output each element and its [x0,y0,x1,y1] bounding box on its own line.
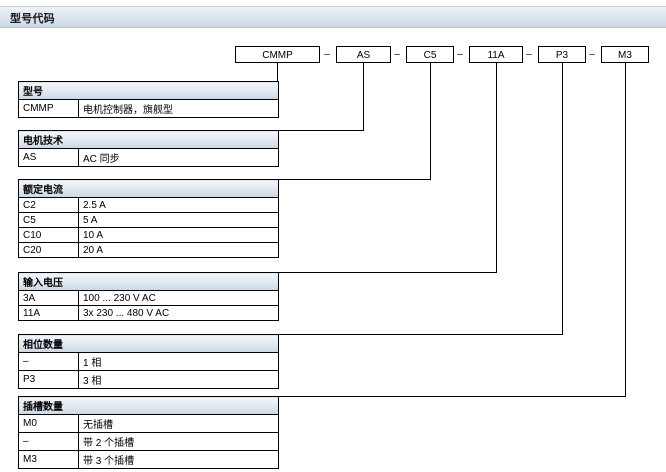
option-code: P3 [18,370,79,389]
option-code: C2 [18,197,79,213]
option-code: M0 [18,414,79,433]
code-segment-model: CMMP [235,46,320,63]
option-code: 11A [18,305,79,321]
option-desc: 1 相 [78,352,279,371]
code-segment-motor-tech: AS [336,46,391,63]
table-row: C20 20 A [18,242,279,258]
code-segment-current: C5 [406,46,454,63]
option-desc: 3 相 [78,370,279,389]
table-row: AS AC 同步 [18,148,279,167]
section-table-slots: 插槽数量 M0 无插槽 – 带 2 个插槽 M3 带 3 个插槽 [18,396,279,469]
section-title: 型号 [18,81,279,100]
table-row: M0 无插槽 [18,414,279,433]
section-title: 输入电压 [18,272,279,291]
option-code: C20 [18,242,79,258]
option-desc: AC 同步 [78,148,279,167]
connector-line-model [277,63,278,81]
section-title: 插槽数量 [18,396,279,415]
option-code: – [18,352,79,371]
connector-line-motor-tech [363,63,364,130]
table-title-row: 相位数量 [18,334,279,353]
code-separator-3: – [457,49,463,60]
table-title-row: 输入电压 [18,272,279,291]
code-separator-5: – [589,49,595,60]
option-code: 3A [18,290,79,306]
option-code: C10 [18,227,79,243]
option-code: AS [18,148,79,167]
option-desc: 3x 230 ... 480 V AC [78,305,279,321]
code-segment-voltage: 11A [469,46,523,63]
connector-line-voltage [496,63,497,272]
option-code: M3 [18,450,79,469]
table-title-row: 型号 [18,81,279,100]
option-desc: 20 A [78,242,279,258]
code-separator-4: – [526,49,532,60]
option-desc: 带 3 个插槽 [78,450,279,469]
table-row: 3A 100 ... 230 V AC [18,290,279,306]
connector-line-phases-h [18,334,563,335]
option-desc: 100 ... 230 V AC [78,290,279,306]
table-title-row: 电机技术 [18,130,279,149]
option-code: CMMP [18,99,79,118]
option-desc: 10 A [78,227,279,243]
section-title: 相位数量 [18,334,279,353]
code-segment-slots: M3 [601,46,649,63]
connector-line-slots [625,63,626,396]
connector-line-slots-h [18,396,626,397]
section-table-current: 额定电流 C2 2.5 A C5 5 A C10 10 A C20 20 A [18,179,279,258]
code-separator-2: – [394,49,400,60]
table-title-row: 插槽数量 [18,396,279,415]
header-bar [0,6,666,28]
table-row: C10 10 A [18,227,279,243]
option-desc: 2.5 A [78,197,279,213]
table-row: 11A 3x 230 ... 480 V AC [18,305,279,321]
connector-line-current [430,63,431,179]
table-row: P3 3 相 [18,370,279,389]
option-desc: 5 A [78,212,279,228]
table-row: – 1 相 [18,352,279,371]
section-title: 电机技术 [18,130,279,149]
code-separator-1: – [324,49,330,60]
connector-line-phases [562,63,563,334]
table-row: C5 5 A [18,212,279,228]
option-code: – [18,432,79,451]
option-code: C5 [18,212,79,228]
section-table-phases: 相位数量 – 1 相 P3 3 相 [18,334,279,389]
option-desc: 电机控制器，旗舰型 [78,99,279,118]
option-desc: 带 2 个插槽 [78,432,279,451]
section-table-motor-tech: 电机技术 AS AC 同步 [18,130,279,167]
section-table-model: 型号 CMMP 电机控制器，旗舰型 [18,81,279,118]
page-title: 型号代码 [10,13,55,25]
table-row: M3 带 3 个插槽 [18,450,279,469]
option-desc: 无插槽 [78,414,279,433]
table-row: – 带 2 个插槽 [18,432,279,451]
section-title: 额定电流 [18,179,279,198]
table-title-row: 额定电流 [18,179,279,198]
code-segment-phases: P3 [538,46,586,63]
table-row: C2 2.5 A [18,197,279,213]
table-row: CMMP 电机控制器，旗舰型 [18,99,279,118]
section-table-voltage: 输入电压 3A 100 ... 230 V AC 11A 3x 230 ... … [18,272,279,321]
